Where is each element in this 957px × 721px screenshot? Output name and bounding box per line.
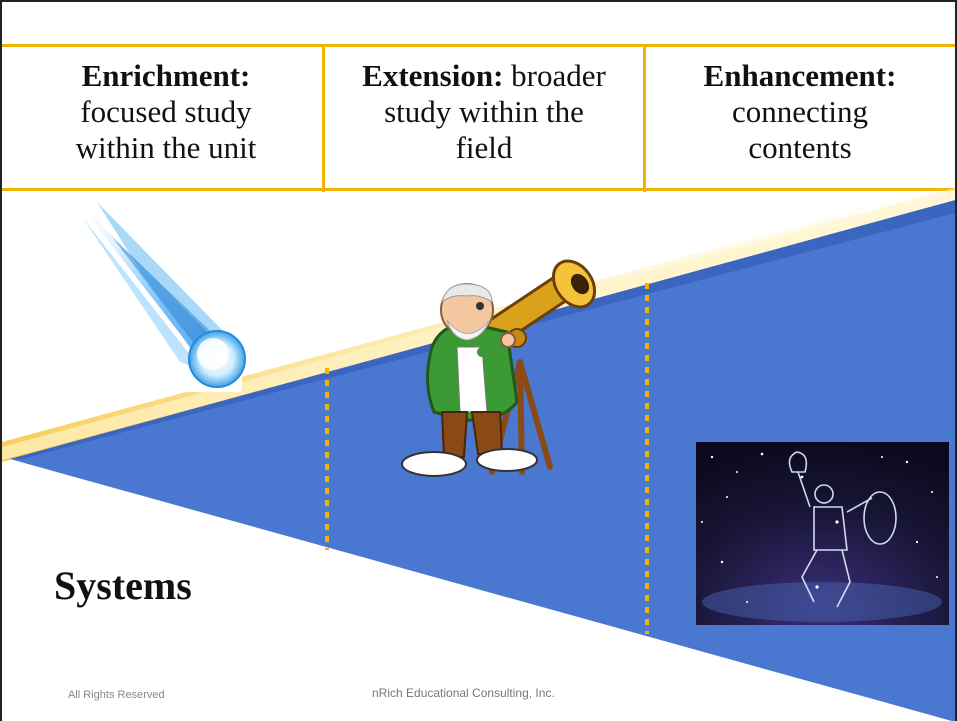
enrichment-line-2: within the unit <box>75 130 257 165</box>
extension-title: Extension: <box>362 58 504 93</box>
enhancement-title: Enhancement: <box>703 58 897 93</box>
header-top-rule <box>2 44 955 47</box>
extension-cell: Extension: broader study within the fiel… <box>328 58 640 166</box>
enrichment-title: Enrichment: <box>81 58 251 93</box>
comet-icon <box>72 192 246 392</box>
header-bottom-rule <box>2 188 955 191</box>
footer-company: nRich Educational Consulting, Inc. <box>372 686 555 700</box>
systems-label: Systems <box>54 563 192 608</box>
column-divider-2 <box>643 46 646 192</box>
enhancement-line-1: connecting <box>731 94 868 129</box>
constellation-hercules-icon <box>696 442 949 625</box>
enrichment-cell: Enrichment: focused study within the uni… <box>32 58 300 166</box>
enrichment-line-1: focused study <box>80 94 252 129</box>
footer-rights: All Rights Reserved <box>68 689 165 701</box>
extension-line-1: study within the <box>384 94 584 129</box>
astronomer-with-telescope-icon <box>401 259 597 477</box>
extension-title-suffix: broader <box>503 58 606 93</box>
enhancement-line-2: contents <box>748 130 852 165</box>
column-divider-1 <box>322 46 325 192</box>
enhancement-cell: Enhancement: connecting contents <box>650 58 950 166</box>
extension-line-2: field <box>455 130 513 165</box>
